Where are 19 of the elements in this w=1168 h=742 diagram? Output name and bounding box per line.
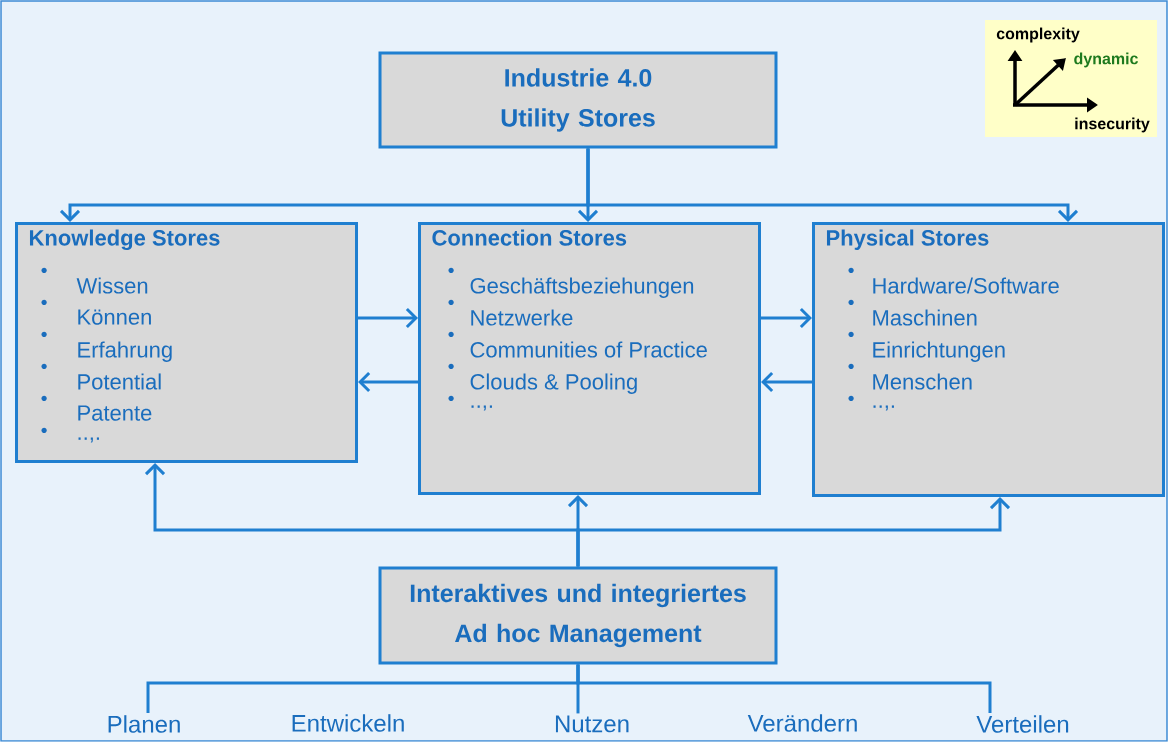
store-box: Knowledge Stores Wissen Können Erfahrung Potential Patente ..,. bbox=[15, 222, 358, 463]
connector-arrow bbox=[576, 497, 1011, 567]
connector-arrow bbox=[358, 371, 418, 393]
connector-arrow bbox=[761, 371, 812, 393]
activity-label: Verteilen bbox=[976, 715, 1069, 733]
store-box: Connection Stores Geschäftsbeziehungen Netzwerke Communities of Practice Clouds & Pooling ..,. bbox=[418, 222, 761, 495]
activity-label: Verändern bbox=[747, 714, 857, 732]
activity-label: Entwickeln bbox=[292, 714, 404, 732]
store-box: Physical Stores Hardware/Software Maschinen Einrichtungen Menschen ..,. bbox=[812, 222, 1165, 497]
connector-arrow bbox=[761, 307, 812, 329]
connector-arrow bbox=[586, 148, 1079, 222]
axis-label: complexity bbox=[996, 27, 1080, 43]
activity-label: Planen bbox=[108, 715, 180, 733]
connector-arrow bbox=[358, 307, 418, 329]
activity-label: Nutzen bbox=[555, 715, 629, 733]
axis-label: insecurity bbox=[1075, 117, 1150, 133]
heading-box: Industrie 4.0 Utility Stores bbox=[378, 51, 778, 149]
axis-label: dynamic bbox=[1074, 52, 1138, 68]
heading-box: Interaktives und integriertes Ad hoc Management bbox=[378, 566, 778, 665]
